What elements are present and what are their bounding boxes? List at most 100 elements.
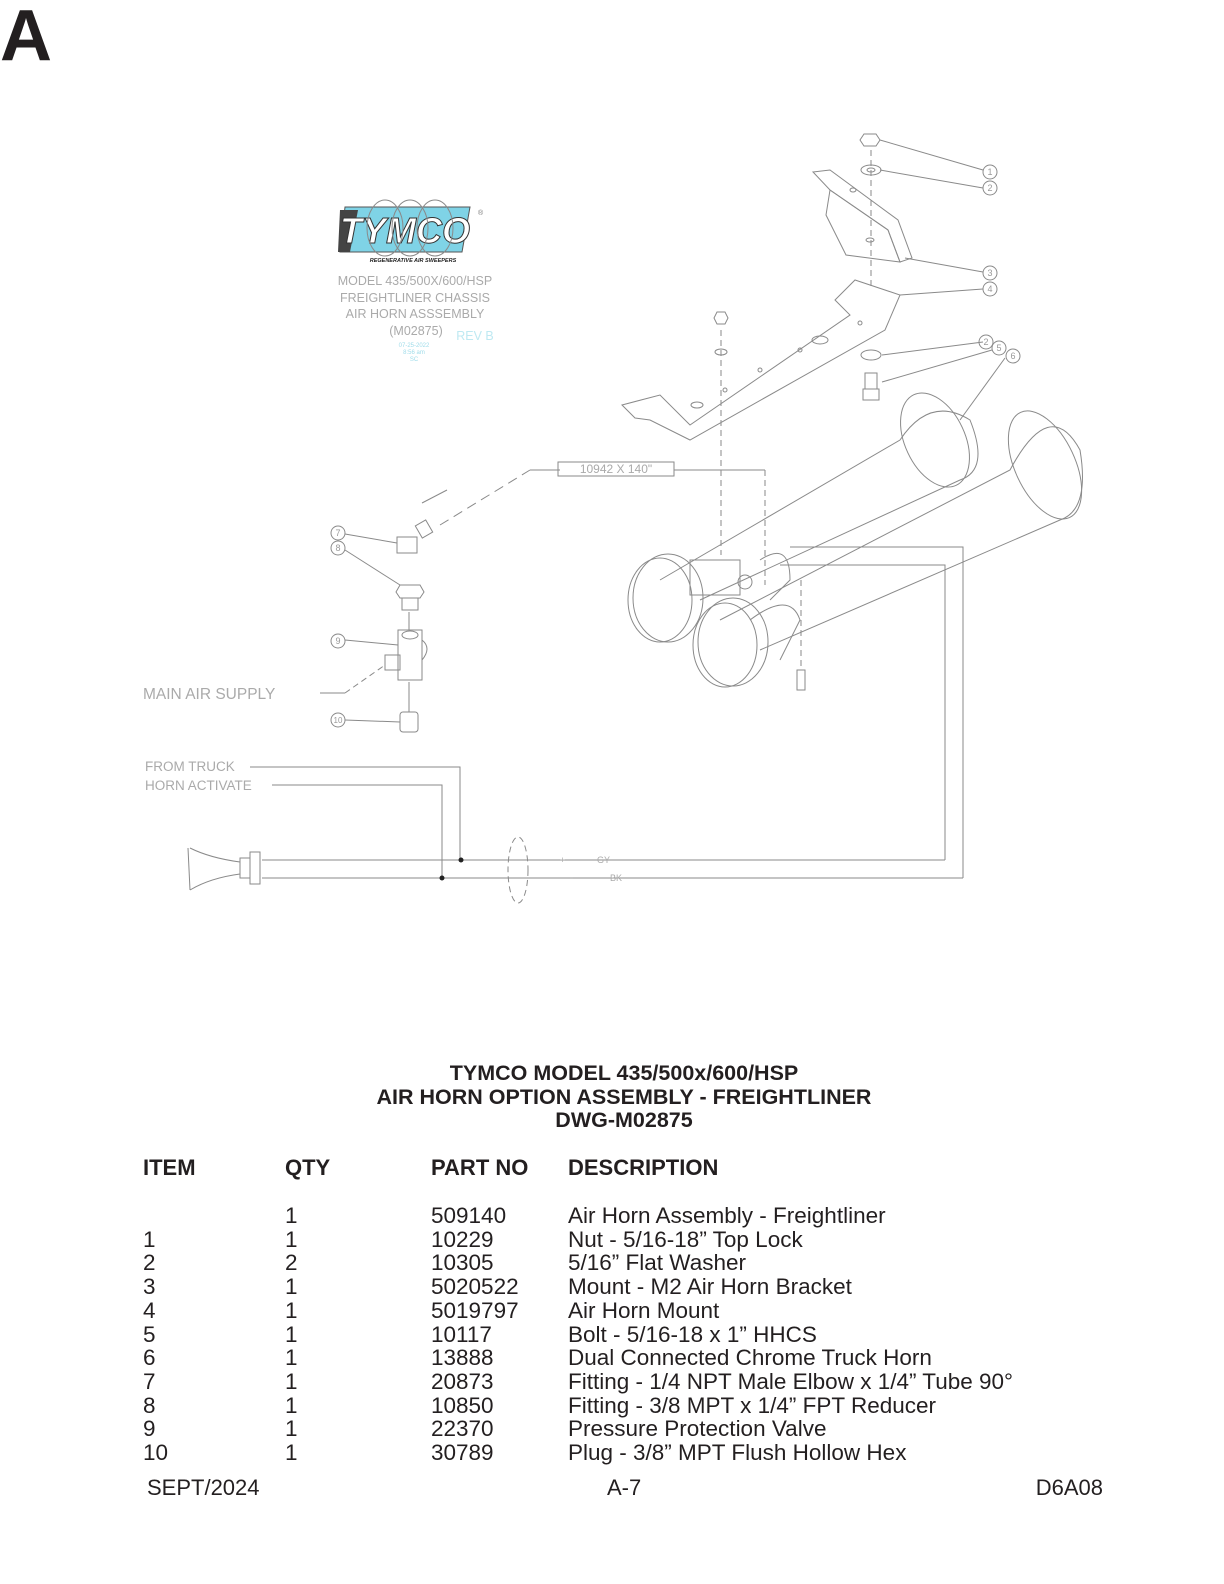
quantity: 1 — [285, 1274, 298, 1300]
item-number: 8 — [143, 1392, 156, 1418]
description: Nut - 5/16-18” Top Lock — [568, 1226, 803, 1252]
item-number: 10 — [143, 1440, 169, 1465]
bolt-washer — [860, 349, 882, 401]
part-number: 20873 — [431, 1368, 494, 1394]
drawing-initials: SC — [410, 357, 419, 363]
wire-minus-label: - — [570, 873, 573, 883]
part-number: 30789 — [431, 1440, 494, 1465]
drawing-assembly: AIR HORN ASSSEMBLY — [346, 307, 485, 321]
quantity: 1 — [285, 1297, 298, 1323]
item-number: 6 — [143, 1345, 156, 1371]
from-truck-label: FROM TRUCK — [145, 759, 235, 774]
description: Dual Connected Chrome Truck Horn — [568, 1345, 932, 1371]
part-number: 10305 — [431, 1250, 494, 1276]
flow-arrow-icon — [421, 489, 448, 504]
table-row: 8 1 10850 Fitting - 3/8 MPT x 1/4” FPT Redu… — [0, 1392, 1224, 1418]
wire-gy-label: GY — [597, 855, 610, 865]
quantity: 2 — [285, 1250, 298, 1276]
dual-truck-horn — [627, 392, 1083, 691]
drawing-chassis: FREIGHTLINER CHASSIS — [340, 291, 490, 305]
quantity: 1 — [285, 1392, 298, 1418]
section-letter: A — [0, 0, 52, 76]
description: Fitting - 1/4 NPT Male Elbow x 1/4” Tube… — [568, 1368, 1014, 1394]
drawing-number: (M02875) — [389, 324, 443, 338]
drawing-date: 07-25-2022 — [399, 343, 430, 349]
callout-2: 2 — [987, 183, 992, 193]
header-description: DESCRIPTION — [568, 1155, 719, 1180]
left-nut-washer — [713, 311, 729, 555]
table-row: 5 1 10117 Bolt - 5/16-18 x 1” HHCS — [0, 1321, 1224, 1347]
description: Plug - 3/8” MPT Flush Hollow Hex — [568, 1440, 907, 1465]
callout-9: 9 — [335, 636, 340, 646]
part-number: 10117 — [431, 1321, 492, 1347]
title-line-3: DWG-M02875 — [555, 1108, 693, 1132]
wiring: + - GY BK — [187, 546, 964, 904]
wire-plus-label: + — [560, 855, 565, 865]
item-number: 3 — [143, 1274, 156, 1300]
quantity: 1 — [285, 1440, 298, 1465]
tymco-logo: TYMCO ® REGENERATIVE AIR SWEEPERS — [338, 199, 484, 264]
nut-washer-stack — [859, 133, 882, 290]
fittings-stack — [384, 519, 434, 733]
quantity: 1 — [285, 1203, 298, 1228]
item-number: 2 — [143, 1250, 156, 1276]
drawing-title-block: MODEL 435/500X/600/HSP FREIGHTLINER CHAS… — [338, 274, 494, 363]
tube-label: 10942 X 140" — [580, 462, 652, 476]
quantity: 1 — [285, 1368, 298, 1394]
title-line-1: TYMCO MODEL 435/500x/600/HSP — [449, 1061, 799, 1085]
table-row: 10 1 30789 Plug - 3/8” MPT Flush Hollow Hex — [0, 1441, 1224, 1465]
air-horn-mount — [621, 279, 901, 441]
table-row: 7 1 20873 Fitting - 1/4 NPT Male Elbow x 1/… — [0, 1368, 1224, 1394]
item-number: 4 — [143, 1297, 156, 1323]
wire-bk-label: BK — [610, 873, 622, 883]
callout-4: 4 — [987, 284, 992, 294]
logo-brand: TYMCO — [340, 210, 470, 251]
description: Fitting - 3/8 MPT x 1/4” FPT Reducer — [568, 1392, 937, 1418]
part-number: 13888 — [431, 1345, 494, 1371]
tube-label-box — [557, 461, 675, 477]
item-number: 5 — [143, 1321, 156, 1347]
callout-3: 3 — [987, 268, 992, 278]
item-number: 9 — [143, 1416, 156, 1442]
table-row: 1 509140 Air Horn Assembly - Freightliner — [0, 1204, 1224, 1228]
callout-6: 6 — [1010, 351, 1015, 361]
footer-code: D6A08 — [1035, 1475, 1103, 1500]
description: Bolt - 5/16-18 x 1” HHCS — [568, 1321, 817, 1347]
quantity: 1 — [285, 1226, 298, 1252]
mount-bracket — [811, 169, 913, 263]
part-number: 509140 — [431, 1203, 507, 1228]
table-row: 6 1 13888 Dual Connected Chrome Truck Horn — [0, 1346, 1224, 1370]
callout-1: 1 — [987, 167, 992, 177]
callout-8: 8 — [335, 543, 340, 553]
title-line-2: AIR HORN OPTION ASSEMBLY - FREIGHTLINER — [376, 1085, 872, 1109]
drawing-model: MODEL 435/500X/600/HSP — [338, 274, 493, 288]
quantity: 1 — [285, 1345, 298, 1371]
logo-tagline: REGENERATIVE AIR SWEEPERS — [370, 258, 457, 264]
footer-page: A-7 — [607, 1475, 642, 1500]
description: Air Horn Assembly - Freightliner — [568, 1203, 886, 1228]
header-qty: QTY — [285, 1155, 331, 1180]
callout-2b: 2 — [983, 337, 988, 347]
description: Pressure Protection Valve — [568, 1416, 827, 1442]
item-number: 1 — [143, 1226, 156, 1252]
item-number: 7 — [143, 1368, 156, 1394]
callout-10: 10 — [334, 716, 343, 725]
quantity: 1 — [285, 1416, 298, 1442]
table-row: 2 2 10305 5/16” Flat Washer — [0, 1251, 1224, 1275]
part-number: 10850 — [431, 1392, 494, 1418]
description: 5/16” Flat Washer — [568, 1250, 746, 1276]
quantity: 1 — [285, 1321, 298, 1347]
exploded-assembly-drawing: TYMCO ® REGENERATIVE AIR SWEEPERS MODEL … — [143, 133, 1083, 904]
drawing-rev: REV B — [456, 329, 494, 343]
svg-text:®: ® — [478, 209, 484, 217]
callout-5: 5 — [996, 343, 1001, 353]
description: Mount - M2 Air Horn Bracket — [568, 1274, 852, 1300]
description: Air Horn Mount — [568, 1297, 720, 1323]
part-number: 10229 — [431, 1226, 494, 1252]
horn-activate-label: HORN ACTIVATE — [145, 778, 252, 793]
callouts: 1 2 3 4 2 5 6 7 8 9 10 — [320, 139, 1021, 728]
footer-date: SEPT/2024 — [147, 1475, 260, 1500]
